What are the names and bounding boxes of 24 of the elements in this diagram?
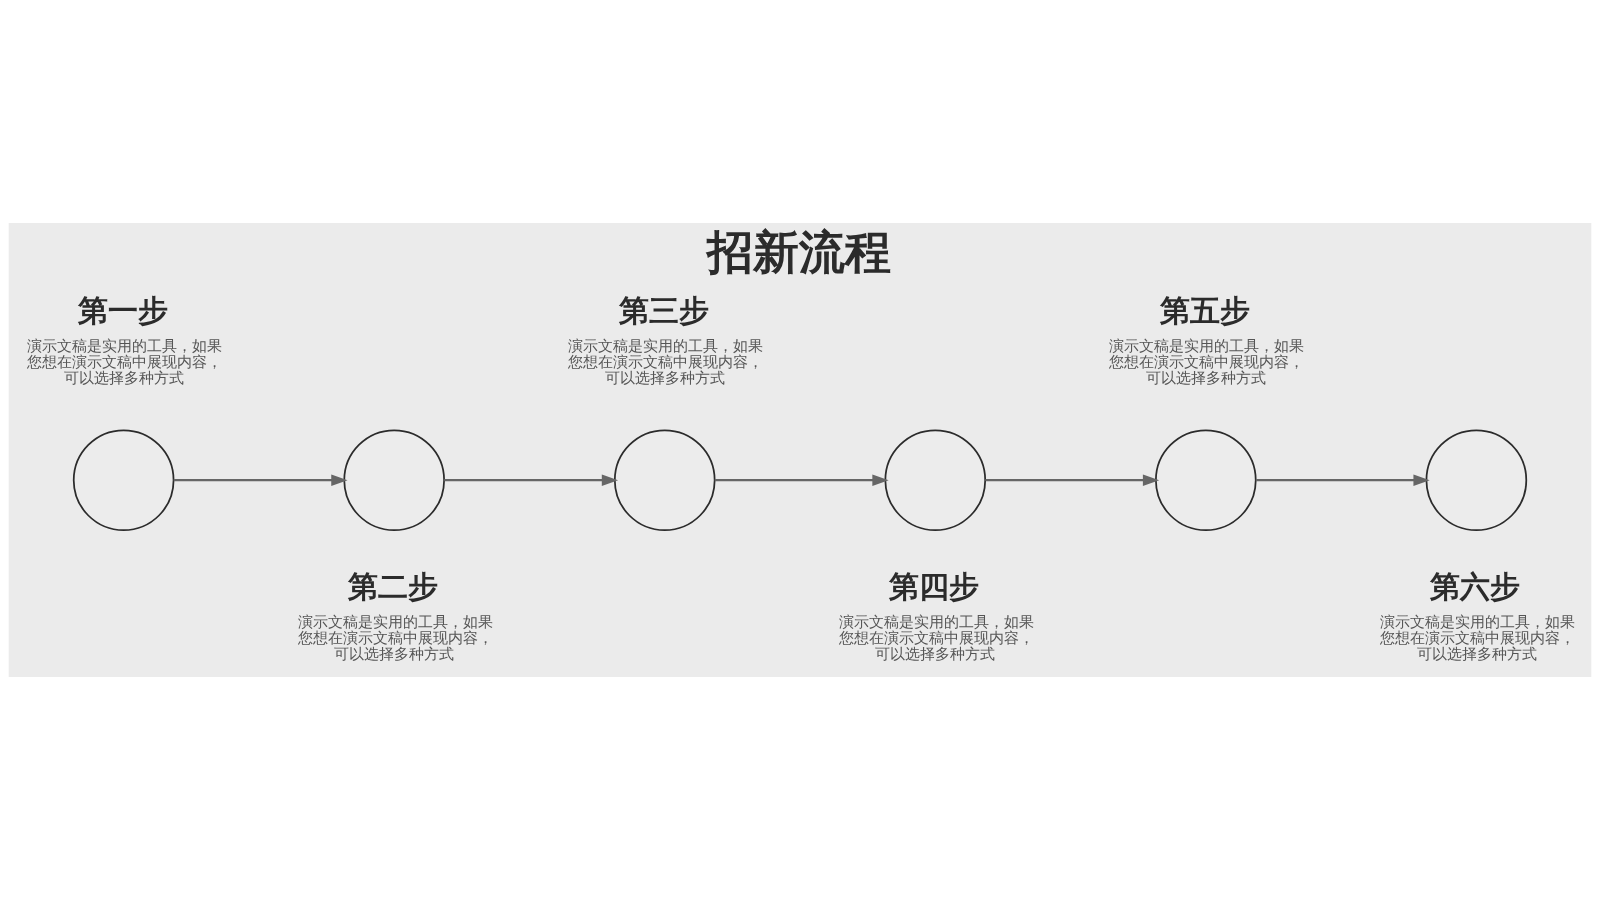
node-circle xyxy=(613,429,716,531)
node-label: 第五步 xyxy=(1159,292,1250,328)
node-label: 第三步 xyxy=(618,292,709,328)
node-circle xyxy=(343,429,445,531)
node-circle xyxy=(1155,429,1257,531)
arrow xyxy=(985,474,1160,486)
node-label: 第四步 xyxy=(889,569,980,605)
node-label: 演示文稿是实用的工具，如果您想在演示文稿中展现内容，可以选择多种方式 xyxy=(297,612,493,664)
node-label: 第六步 xyxy=(1430,569,1521,605)
arrow xyxy=(173,474,348,486)
node-label: 演示文稿是实用的工具，如果您想在演示文稿中展现内容，可以选择多种方式 xyxy=(27,336,223,388)
node-label: 第二步 xyxy=(348,569,439,605)
node-label: 演示文稿是实用的工具，如果您想在演示文稿中展现内容，可以选择多种方式 xyxy=(1379,612,1575,664)
node-label: 演示文稿是实用的工具，如果您想在演示文稿中展现内容，可以选择多种方式 xyxy=(568,336,764,388)
node-label: 演示文稿是实用的工具，如果您想在演示文稿中展现内容，可以选择多种方式 xyxy=(1109,336,1305,388)
node-circle xyxy=(72,429,175,531)
arrow xyxy=(1255,474,1430,486)
diagram-title: 招新流程 xyxy=(707,225,892,280)
arrow xyxy=(444,474,619,486)
node-circle xyxy=(884,429,987,531)
node-label: 第一步 xyxy=(77,292,168,328)
node-label: 演示文稿是实用的工具，如果您想在演示文稿中展现内容，可以选择多种方式 xyxy=(838,612,1034,664)
arrow xyxy=(714,474,889,486)
node-circle xyxy=(1425,429,1528,531)
